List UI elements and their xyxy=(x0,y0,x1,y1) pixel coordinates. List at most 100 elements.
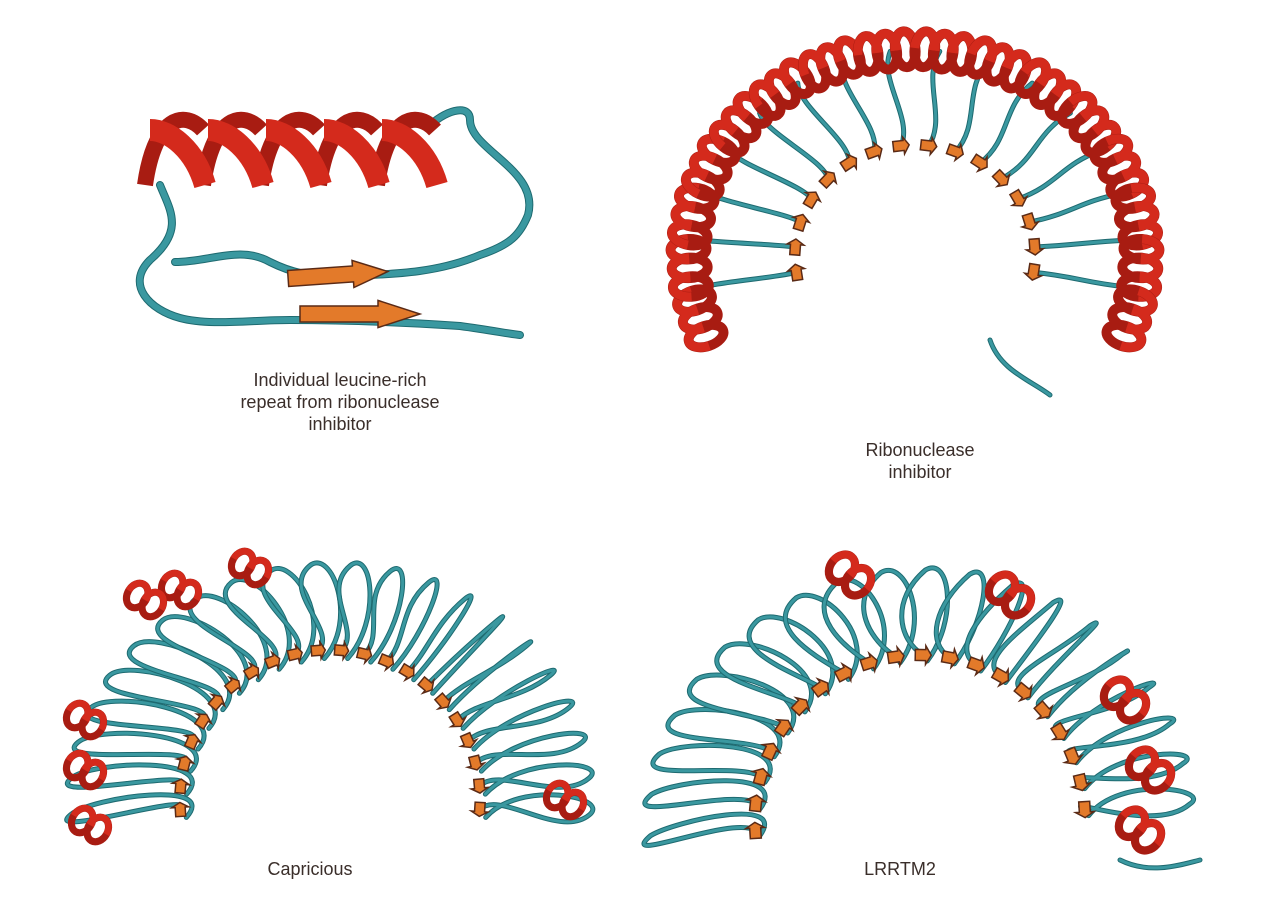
helix xyxy=(852,26,921,77)
helix xyxy=(62,749,108,791)
strand-arrow xyxy=(448,710,468,728)
caption-ribonuclease-inhibitor: Ribonuclease inhibitor xyxy=(820,439,1020,483)
strand-arrow xyxy=(759,742,782,762)
strand-arrow xyxy=(355,643,373,666)
helix xyxy=(824,550,876,600)
coil xyxy=(128,640,232,712)
strand-arrow xyxy=(193,713,214,731)
caption-line: LRRTM2 xyxy=(864,859,936,879)
helix-turn-front xyxy=(1119,322,1146,352)
strand-arrow xyxy=(182,733,203,751)
strand xyxy=(223,675,242,695)
caption-line: inhibitor xyxy=(888,462,952,482)
strand-arrow xyxy=(914,643,933,668)
strand xyxy=(458,731,479,749)
coil xyxy=(172,107,533,280)
helix-turn-front xyxy=(322,119,390,189)
strand xyxy=(1019,212,1041,231)
strand-arrow xyxy=(749,767,773,787)
helix xyxy=(62,699,108,741)
caption-line: Ribonuclease xyxy=(865,440,975,460)
coil xyxy=(473,731,587,773)
strand-arrow xyxy=(458,731,479,749)
coil xyxy=(642,812,766,847)
helix xyxy=(542,779,588,821)
coil xyxy=(1066,716,1176,765)
coil xyxy=(85,699,206,751)
coil xyxy=(1033,238,1132,249)
strand xyxy=(839,152,858,173)
coil xyxy=(156,615,249,695)
capricious-structure xyxy=(62,547,596,846)
strand xyxy=(1033,699,1054,720)
strand-arrow xyxy=(299,299,423,329)
strand xyxy=(207,693,227,712)
strand-arrow xyxy=(377,651,395,673)
helix-turn-front xyxy=(176,578,202,602)
helix-turn-front xyxy=(86,813,112,837)
strand-arrow xyxy=(1013,681,1033,703)
helix xyxy=(122,579,168,621)
helix xyxy=(984,570,1036,620)
helix-turn-front xyxy=(846,564,875,592)
strand xyxy=(448,710,468,728)
strand xyxy=(784,238,807,257)
helix xyxy=(1101,284,1158,353)
single-repeat-structure xyxy=(135,106,534,339)
caption-line: Capricious xyxy=(267,859,353,879)
strand xyxy=(749,767,773,787)
strand xyxy=(785,263,808,282)
strand-arrow xyxy=(433,692,453,711)
strand-arrow xyxy=(940,646,960,670)
helix xyxy=(227,547,273,589)
strand xyxy=(864,140,883,162)
coil xyxy=(666,708,782,759)
strand-arrow xyxy=(173,755,196,773)
helix-turn-front xyxy=(264,119,332,189)
strand-arrow xyxy=(1008,188,1029,207)
strand-arrow xyxy=(286,642,303,665)
coil xyxy=(425,615,505,695)
strand xyxy=(193,713,214,731)
helix-turn-front xyxy=(1006,584,1035,612)
coil xyxy=(1053,681,1156,741)
strand xyxy=(182,733,203,751)
strand-arrow xyxy=(790,213,812,233)
coil xyxy=(104,668,217,730)
coil xyxy=(651,743,772,784)
strand xyxy=(299,299,423,329)
strand xyxy=(310,639,327,662)
strand xyxy=(833,661,853,684)
strand xyxy=(859,650,878,674)
strand-arrow xyxy=(773,718,795,738)
coil xyxy=(886,49,906,148)
caption-single-repeat: Individual leucine-rich repeat from ribo… xyxy=(180,369,500,435)
strand xyxy=(914,643,933,668)
strand-arrow xyxy=(398,662,415,683)
strand xyxy=(355,643,373,666)
strand-arrow xyxy=(785,263,808,282)
strand xyxy=(886,644,905,669)
helix xyxy=(1124,745,1176,795)
coil xyxy=(455,668,556,730)
helix xyxy=(1114,805,1166,855)
strand-arrow xyxy=(990,666,1010,688)
coil-outline xyxy=(1015,620,1099,701)
helix-turn-back xyxy=(137,111,209,187)
strand xyxy=(790,696,811,717)
helix-turn-front xyxy=(380,119,448,189)
strand-arrow xyxy=(1022,262,1045,281)
strand xyxy=(1022,262,1045,281)
strand-arrow xyxy=(966,654,985,677)
strand-arrow xyxy=(1069,772,1093,792)
strand xyxy=(468,777,491,794)
coil-outline xyxy=(222,577,292,672)
strand xyxy=(744,794,769,813)
helix-turn-front xyxy=(206,119,274,189)
strand xyxy=(1008,188,1029,207)
helix xyxy=(672,284,729,353)
coil xyxy=(72,731,198,773)
strand-arrow xyxy=(223,675,242,695)
coil xyxy=(783,594,859,681)
